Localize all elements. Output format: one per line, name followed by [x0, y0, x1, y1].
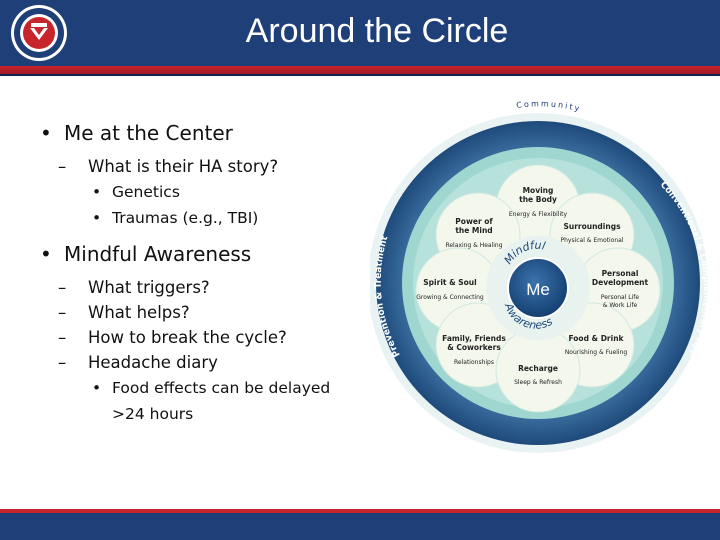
header-divider	[0, 74, 720, 76]
center-label: Me	[526, 280, 550, 299]
sub-bullet-break-cycle: –How to break the cycle?	[58, 328, 287, 347]
family-subtitle: Relationships	[454, 359, 494, 366]
slide-title: Around the Circle	[245, 12, 509, 50]
header-bar	[0, 0, 720, 66]
sub-sub-bullet-food-effects: •Food effects can be delayed	[92, 379, 331, 397]
sub-bullet-headache-diary: –Headache diary	[58, 353, 218, 372]
family-title: Family, Friends	[442, 334, 506, 343]
footer-red-stripe	[0, 509, 720, 513]
family-title-2: & Coworkers	[447, 343, 501, 352]
sub-sub-bullet-traumas: •Traumas (e.g., TBI)	[92, 209, 259, 227]
sub-sub-bullet-text: Genetics	[112, 183, 180, 201]
spirit-title: Spirit & Soul	[423, 278, 476, 287]
center-me-circle	[507, 257, 569, 319]
food-subtitle: Nourishing & Fueling	[565, 349, 628, 356]
recharge-title: Recharge	[518, 364, 558, 373]
surroundings-title: Surroundings	[563, 222, 621, 231]
personal-dev-subtitle-2: & Work Life	[603, 302, 638, 309]
power-subtitle: Relaxing & Healing	[445, 242, 502, 249]
footer-bar	[0, 513, 720, 540]
sub-sub-bullet-genetics: •Genetics	[92, 183, 180, 201]
bullet-list: Me at the Center –What is their HA story…	[40, 120, 370, 427]
va-seal-icon	[11, 5, 67, 61]
sub-bullet-text: What helps?	[88, 303, 190, 322]
bullet-mindful-awareness: Mindful Awareness	[40, 241, 370, 267]
food-title: Food & Drink	[568, 334, 624, 343]
spirit-subtitle: Growing & Connecting	[416, 294, 484, 301]
power-title: Power of	[455, 217, 493, 226]
bullet-me-at-center: Me at the Center	[40, 120, 370, 146]
recharge-subtitle: Sleep & Refresh	[514, 379, 562, 386]
power-title-2: the Mind	[455, 226, 492, 235]
sub-bullet-text: What is their HA story?	[88, 157, 279, 176]
sub-sub-bullet-text: Food effects can be delayed	[112, 379, 331, 397]
personal-dev-subtitle: Personal Life	[601, 294, 640, 301]
moving-title-2: the Body	[519, 195, 557, 204]
sub-bullet-ha-story: –What is their HA story?	[58, 157, 279, 176]
surroundings-subtitle: Physical & Emotional	[560, 237, 623, 244]
personal-dev-title: Personal	[602, 269, 639, 278]
sub-bullet-text: How to break the cycle?	[88, 328, 287, 347]
sub-bullet-helps: –What helps?	[58, 303, 190, 322]
header-red-stripe	[0, 66, 720, 74]
sub-bullet-text: What triggers?	[88, 278, 210, 297]
sub-bullet-text: Headache diary	[88, 353, 218, 372]
sub-sub-bullet-text: Traumas (e.g., TBI)	[112, 209, 259, 227]
sub-sub-bullet-food-effects-cont: >24 hours	[40, 401, 370, 427]
personal-dev-title-2: Development	[592, 278, 649, 287]
sub-bullet-triggers: –What triggers?	[58, 278, 210, 297]
moving-subtitle: Energy & Flexibility	[509, 211, 568, 218]
moving-title: Moving	[523, 186, 554, 195]
community-label: Community	[516, 99, 582, 113]
circle-of-health-diagram: Me Mindful Awareness Community Preventio…	[370, 95, 710, 453]
sub-sub-bullet-text: >24 hours	[112, 405, 194, 423]
